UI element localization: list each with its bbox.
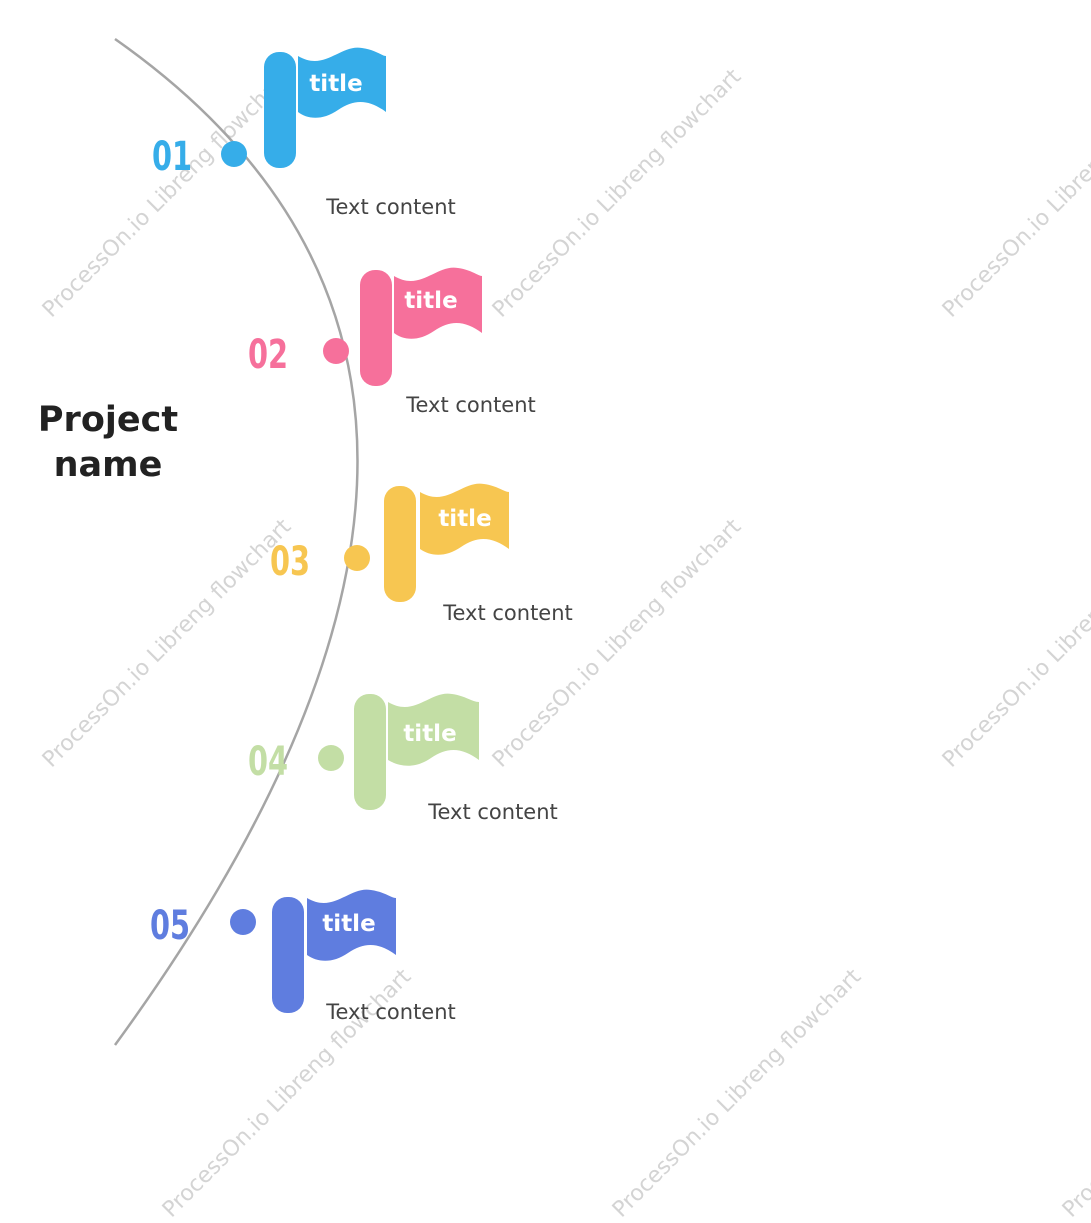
step-title: title [438, 506, 491, 532]
step-title: title [322, 911, 375, 937]
project-title-line2: name [53, 445, 163, 485]
flag-icon [360, 267, 482, 386]
project-title: Project name [28, 398, 188, 488]
step-05: 05 title Text content [150, 889, 456, 1024]
flag-icon [272, 889, 396, 1013]
step-title: title [404, 288, 457, 314]
flag-banner [394, 267, 482, 339]
project-title-line1: Project [37, 400, 179, 440]
step-number: 02 [248, 332, 288, 378]
step-dot [230, 909, 256, 935]
timeline-diagram: ProcessOn.io Libreng flowchart ProcessOn… [28, 37, 1091, 1223]
step-02: 02 title Text content [248, 267, 536, 417]
step-dot [344, 545, 370, 571]
flag-icon [354, 693, 479, 810]
flag-banner [420, 483, 509, 555]
flag-pole [384, 486, 416, 602]
step-dot [221, 141, 247, 167]
flag-pole [360, 270, 392, 386]
flag-pole [264, 52, 296, 168]
flag-icon [384, 483, 509, 602]
flag-pole [272, 897, 304, 1013]
step-04: 04 title Text content [248, 693, 558, 824]
step-text: Text content [325, 1000, 456, 1024]
step-number: 03 [270, 539, 310, 585]
flag-banner [307, 889, 396, 961]
flag-icon [264, 47, 386, 168]
step-text: Text content [405, 393, 536, 417]
step-number: 05 [150, 903, 190, 949]
step-title: title [403, 721, 456, 747]
timeline-svg: 01 title Text content 02 title Text cont… [113, 37, 573, 1046]
flag-banner [388, 693, 479, 766]
step-text: Text content [442, 601, 573, 625]
step-dot [318, 745, 344, 771]
step-03: 03 title Text content [270, 483, 573, 625]
step-dot [323, 338, 349, 364]
flag-banner [298, 47, 386, 118]
timeline-curve [113, 37, 359, 1046]
step-01: 01 title Text content [152, 47, 456, 219]
flag-pole [354, 694, 386, 810]
step-number: 04 [248, 739, 288, 785]
step-number: 01 [152, 134, 192, 180]
step-text: Text content [427, 800, 558, 824]
step-title: title [309, 71, 362, 97]
step-text: Text content [325, 195, 456, 219]
